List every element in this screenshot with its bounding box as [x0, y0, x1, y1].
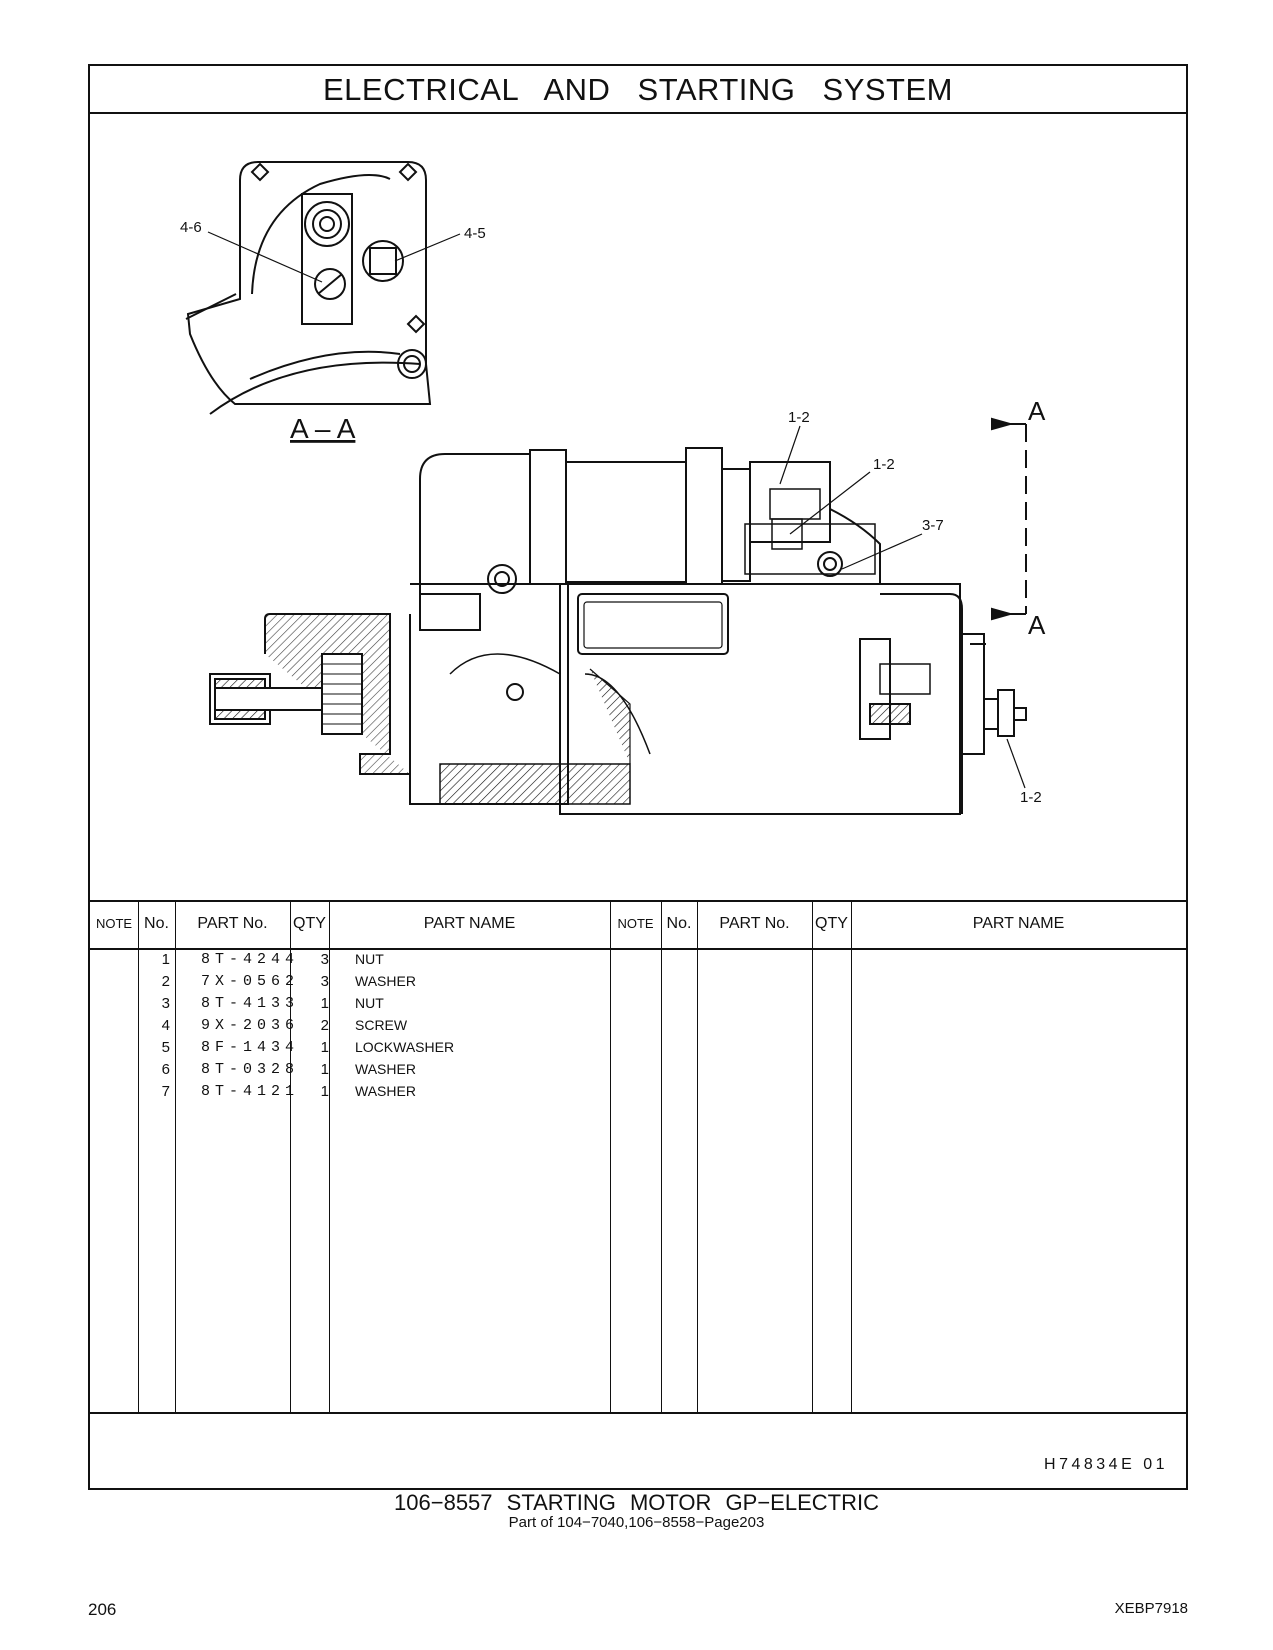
callout-1-2-mid: 1-2	[873, 456, 895, 473]
row-part-no: 8F-1434	[200, 1039, 299, 1056]
page-caption: 106−8557 STARTING MOTOR GP−ELECTRIC	[394, 1490, 879, 1515]
row-qty: 1	[320, 1039, 329, 1056]
callout-4-6: 4-6	[180, 219, 202, 236]
row-no: 7	[161, 1083, 170, 1100]
row-qty: 1	[320, 995, 329, 1012]
callout-1-2-right: 1-2	[1020, 789, 1042, 806]
row-part-name: SCREW	[355, 1017, 408, 1033]
parts-page-frame: ELECTRICAL AND STARTING SYSTEM	[88, 64, 1188, 1490]
row-no: 1	[161, 951, 170, 968]
row-qty: 2	[320, 1017, 329, 1034]
row-qty: 3	[320, 973, 329, 990]
row-part-no: 8T-4121	[200, 1083, 299, 1100]
illustration-code: H74834E 01	[1044, 1456, 1168, 1473]
row-part-name: WASHER	[355, 1061, 416, 1077]
row-part-name: NUT	[355, 995, 384, 1011]
row-part-no: 8T-0328	[200, 1061, 299, 1078]
section-line	[991, 417, 1027, 621]
col-divider	[610, 900, 611, 1414]
row-part-no: 9X-2036	[200, 1017, 299, 1034]
section-aa-detail	[185, 161, 432, 415]
page-number: 206	[88, 1600, 117, 1619]
col-divider	[661, 900, 662, 1414]
row-qty: 1	[320, 1061, 329, 1078]
row-no: 2	[161, 973, 170, 990]
callout-labels: 4-6 4-5 1-2 1-2 3-7 1-2	[180, 219, 1042, 806]
header-note-2: NOTE	[617, 916, 654, 931]
col-divider	[812, 900, 813, 1414]
row-no: 3	[161, 995, 170, 1012]
row-part-name: LOCKWASHER	[355, 1039, 455, 1055]
col-divider	[697, 900, 698, 1414]
row-part-name: NUT	[355, 951, 384, 967]
header-no-2: No.	[666, 915, 692, 932]
section-arrow-label-top: A	[1028, 396, 1046, 426]
callout-4-5: 4-5	[464, 225, 486, 242]
row-part-no: 7X-0562	[200, 973, 299, 990]
table-bottom-rule	[90, 1412, 1186, 1414]
row-part-name: WASHER	[355, 973, 416, 989]
row-qty: 1	[320, 1083, 329, 1100]
col-divider	[175, 900, 176, 1414]
row-qty: 3	[320, 951, 329, 968]
row-part-no: 8T-4133	[200, 995, 299, 1012]
starting-motor-body	[209, 447, 1027, 815]
section-title: ELECTRICAL AND STARTING SYSTEM	[90, 66, 1186, 114]
starting-motor-diagram: 4-6 4-5 1-2 1-2 3-7 1-2 A – A A A	[180, 161, 1046, 815]
col-divider	[329, 900, 330, 1414]
page-caption-sub: Part of 104−7040,106−8558−Page203	[508, 1514, 765, 1531]
col-divider	[290, 900, 291, 1414]
section-aa-label: A – A	[290, 413, 356, 444]
header-no: No.	[144, 915, 169, 932]
section-arrow-label-bottom: A	[1028, 610, 1046, 640]
header-part-no: PART No.	[197, 915, 268, 932]
row-no: 6	[161, 1061, 170, 1078]
header-part-name: PART NAME	[423, 915, 516, 932]
header-note: NOTE	[95, 916, 133, 931]
col-divider	[851, 900, 852, 1414]
header-part-name-2: PART NAME	[972, 915, 1065, 932]
parts-table-header	[90, 900, 1186, 950]
document-id: XEBP7918	[1114, 1600, 1188, 1617]
header-part-no-2: PART No.	[719, 915, 790, 932]
header-qty: QTY	[293, 915, 326, 932]
row-part-name: WASHER	[355, 1083, 416, 1099]
row-no: 5	[161, 1039, 170, 1056]
row-no: 4	[161, 1017, 170, 1034]
callout-3-7: 3-7	[922, 517, 944, 534]
callout-1-2-top: 1-2	[788, 409, 810, 426]
row-part-no: 8T-4244	[200, 951, 299, 968]
col-divider	[138, 900, 139, 1414]
header-qty-2: QTY	[815, 915, 848, 932]
